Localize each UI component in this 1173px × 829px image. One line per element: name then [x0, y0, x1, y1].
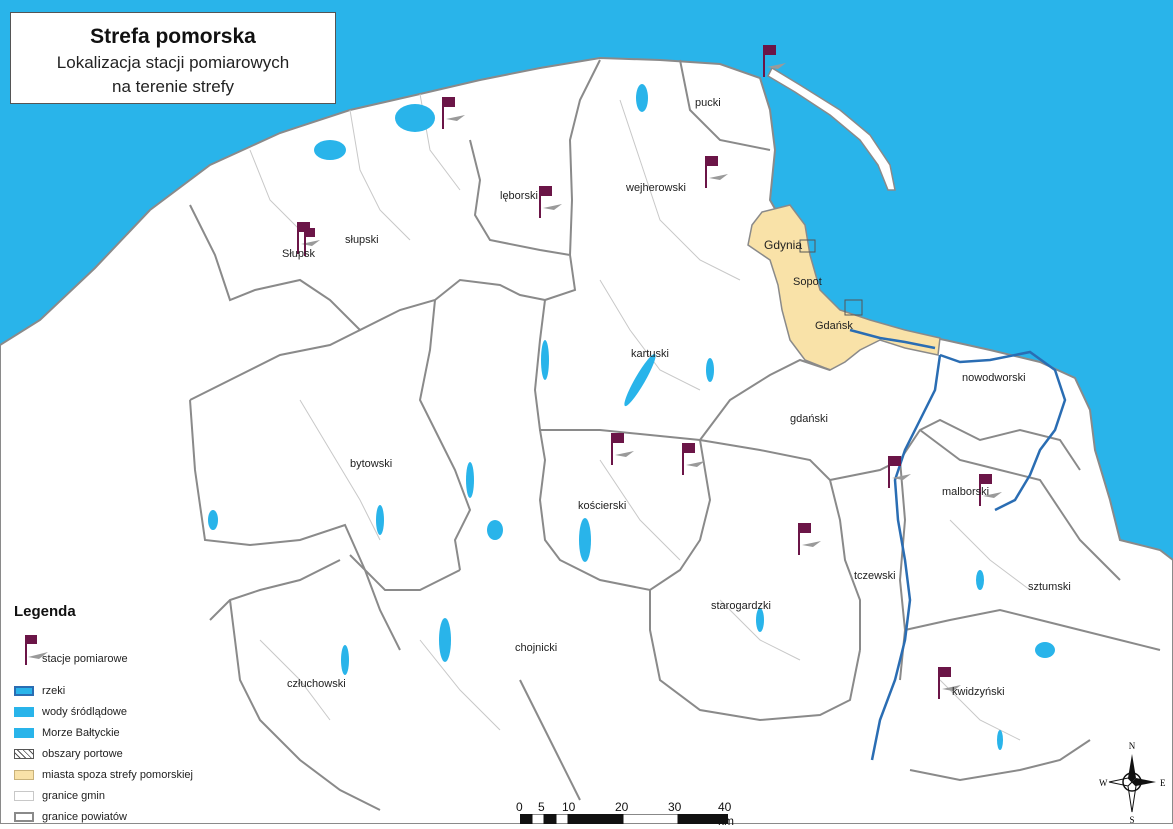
label-kartuski: kartuski [631, 348, 669, 360]
compass-rose: N S W E [1096, 741, 1168, 825]
label-wejherowski: wejherowski [626, 182, 686, 194]
label-slupsk: Słupsk [282, 248, 316, 260]
label-sopot: Sopot [793, 276, 822, 288]
county-borders [189, 59, 1161, 811]
baltic-sea-swatch [14, 728, 34, 738]
legend-label: Morze Bałtyckie [42, 727, 120, 739]
scale-bar-graphic [520, 814, 728, 824]
scale-ticks: 0 5 10 20 30 40 km [510, 800, 740, 828]
excluded-cities-swatch [14, 770, 34, 780]
compass-icon: N S W E [1099, 741, 1166, 825]
station-flag-icon [938, 667, 961, 699]
scale-tick: 30 [668, 800, 682, 814]
hel-peninsula [767, 66, 896, 191]
map-title: Strefa pomorska [90, 25, 256, 48]
commune-borders [249, 93, 1031, 741]
label-chojnicki: chojnicki [515, 642, 558, 654]
compass-w: W [1099, 778, 1108, 788]
label-nowodworski: nowodworski [962, 372, 1026, 384]
label-tczewski: tczewski [854, 570, 896, 582]
station-flag-icon [682, 443, 705, 475]
label-gdanski: gdański [790, 413, 828, 425]
station-flag-icon [611, 433, 634, 465]
commune-borders-swatch [14, 791, 34, 801]
legend-label: wody śródlądowe [42, 706, 127, 718]
station-flag-icon [25, 635, 48, 665]
scale-tick: 5 [538, 800, 545, 814]
map-title-box: Strefa pomorska Lokalizacja stacji pomia… [10, 12, 336, 104]
legend-label: stacje pomiarowe [42, 653, 128, 665]
legend-label: granice gmin [42, 790, 105, 802]
scale-tick: 10 [562, 800, 576, 814]
legend-label: obszary portowe [42, 748, 123, 760]
station-flag-icon [979, 474, 1002, 506]
scale-tick: 0 [516, 800, 523, 814]
station-flag-icon [539, 186, 562, 218]
station-flag-icon [763, 45, 786, 77]
rivers-swatch [14, 686, 34, 696]
legend: Legenda stacje pomiarowe rzeki wody śród… [14, 603, 284, 823]
map-subtitle-line1: Lokalizacja stacji pomiarowych [56, 53, 290, 72]
compass-e: E [1160, 778, 1166, 788]
legend-label: rzeki [42, 685, 66, 697]
scale-tick: 20 [615, 800, 629, 814]
station-flag-icon [442, 97, 465, 129]
label-slupski: słupski [345, 234, 379, 246]
port-areas-swatch [14, 749, 34, 759]
label-gdynia: Gdynia [764, 238, 803, 252]
compass-s: S [1129, 815, 1134, 824]
rivers [849, 328, 1067, 761]
label-pucki: pucki [695, 97, 721, 109]
legend-label: granice powiatów [42, 811, 127, 823]
legend-label: miasta spoza strefy pomorskiej [42, 769, 193, 781]
map-subtitle-line2: na terenie strefy [112, 77, 234, 96]
station-flag-icon [798, 523, 821, 555]
station-flag-icon [304, 228, 315, 256]
station-flags [297, 45, 1002, 699]
inland-waters-swatch [14, 707, 34, 717]
label-bytowski: bytowski [350, 458, 393, 470]
station-flag-icon [705, 156, 728, 188]
compass-n: N [1129, 742, 1136, 751]
label-koscierski: kościerski [578, 500, 627, 512]
legend-title: Legenda [14, 603, 76, 620]
station-flag-icon [888, 456, 911, 488]
label-malborski: malborski [942, 486, 990, 498]
label-kwidzynski: kwidzyński [952, 686, 1005, 698]
port-areas [799, 239, 863, 316]
label-czluchowski: człuchowski [287, 678, 346, 690]
lakes [208, 84, 1055, 750]
excluded-cities-area [747, 204, 941, 371]
label-gdansk: Gdańsk [815, 320, 853, 332]
label-leborski: lęborski [500, 190, 538, 202]
label-starogardzki: starogardzki [711, 600, 771, 612]
county-borders-swatch [14, 812, 34, 822]
label-sztumski: sztumski [1028, 581, 1071, 593]
scale-bar: 0 5 10 20 30 40 km [510, 800, 740, 828]
